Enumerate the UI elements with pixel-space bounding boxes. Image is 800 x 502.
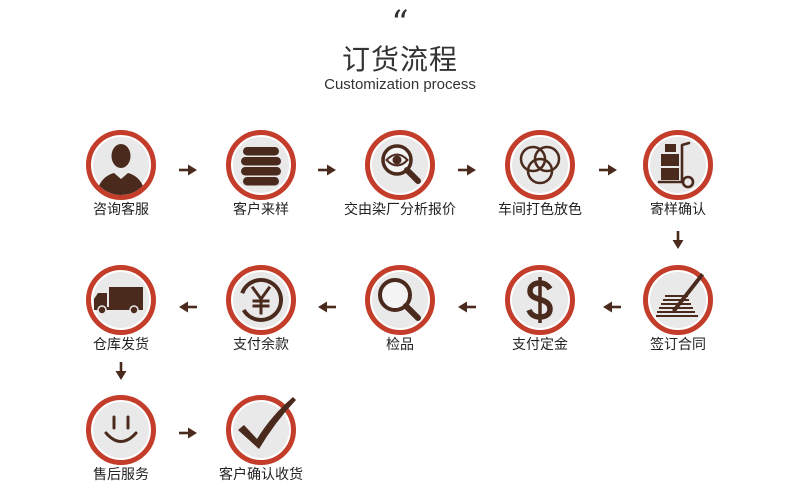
customer-service-person-icon (96, 144, 146, 195)
fabric-sample-stack-icon (241, 147, 281, 186)
step-label: 客户来样 (233, 201, 289, 217)
step-label: 咨询客服 (93, 201, 149, 217)
step-receipt-confirmation: 客户确认收货 (186, 395, 336, 482)
quote-mark: “ (391, 3, 409, 43)
page-title: 订货流程 (341, 44, 458, 75)
step-circle (643, 130, 713, 200)
step-pay-balance: 支付余款 (186, 265, 336, 352)
step-label: 客户确认收货 (219, 466, 303, 482)
step-consult-service: 咨询客服 (46, 130, 196, 217)
page-subtitle: Customization process (324, 76, 476, 93)
step-after-sales: 售后服务 (46, 395, 196, 482)
step-label: 签订合同 (650, 336, 706, 352)
step-circle (643, 265, 713, 335)
magnifier-eye-icon (381, 144, 421, 184)
step-circle (86, 265, 156, 335)
step-sign-contract: 签订合同 (603, 265, 753, 352)
step-inspection: 检品 (325, 265, 475, 352)
step-circle (226, 395, 296, 465)
smiley-face-icon (104, 415, 138, 443)
step-circle (505, 265, 575, 335)
arrow-right-icon (318, 164, 336, 176)
step-customer-sample: 客户来样 (186, 130, 336, 217)
color-circles-icon (519, 145, 561, 185)
contract-pen-icon (656, 273, 704, 317)
step-label: 支付余款 (233, 336, 289, 352)
step-label: 仓库发货 (93, 336, 149, 352)
step-warehouse-shipping: 仓库发货 (46, 265, 196, 352)
step-circle (86, 130, 156, 200)
step-circle (505, 130, 575, 200)
step-sample-confirmation: 寄样确认 (603, 130, 753, 217)
step-label: 车间打色放色 (498, 201, 582, 217)
arrow-right-icon (599, 164, 617, 176)
step-circle (86, 395, 156, 465)
magnifier-icon (378, 278, 421, 321)
step-label: 寄样确认 (650, 201, 706, 217)
step-pay-deposit: 支付定金 (465, 265, 615, 352)
arrow-left-icon (458, 301, 476, 313)
arrow-right-icon (179, 164, 197, 176)
checkmark-icon (238, 397, 296, 449)
step-label: 检品 (386, 336, 414, 352)
step-circle (365, 265, 435, 335)
arrow-right-icon (458, 164, 476, 176)
step-dye-analysis-quote: 交由染厂分析报价 (325, 130, 475, 217)
hand-truck-boxes-icon (657, 141, 695, 189)
step-circle (226, 130, 296, 200)
arrow-down-icon (672, 231, 684, 249)
arrow-left-icon (318, 301, 336, 313)
yen-coin-icon (240, 278, 283, 322)
arrow-right-icon (179, 427, 197, 439)
step-label: 售后服务 (93, 466, 149, 482)
step-circle (365, 130, 435, 200)
step-label: 交由染厂分析报价 (344, 201, 456, 217)
step-color-matching: 车间打色放色 (465, 130, 615, 217)
delivery-truck-icon (94, 287, 143, 315)
arrow-down-icon (115, 362, 127, 380)
step-label: 支付定金 (512, 336, 568, 352)
step-circle (226, 265, 296, 335)
dollar-icon (526, 277, 553, 323)
arrow-left-icon (603, 301, 621, 313)
arrow-left-icon (179, 301, 197, 313)
